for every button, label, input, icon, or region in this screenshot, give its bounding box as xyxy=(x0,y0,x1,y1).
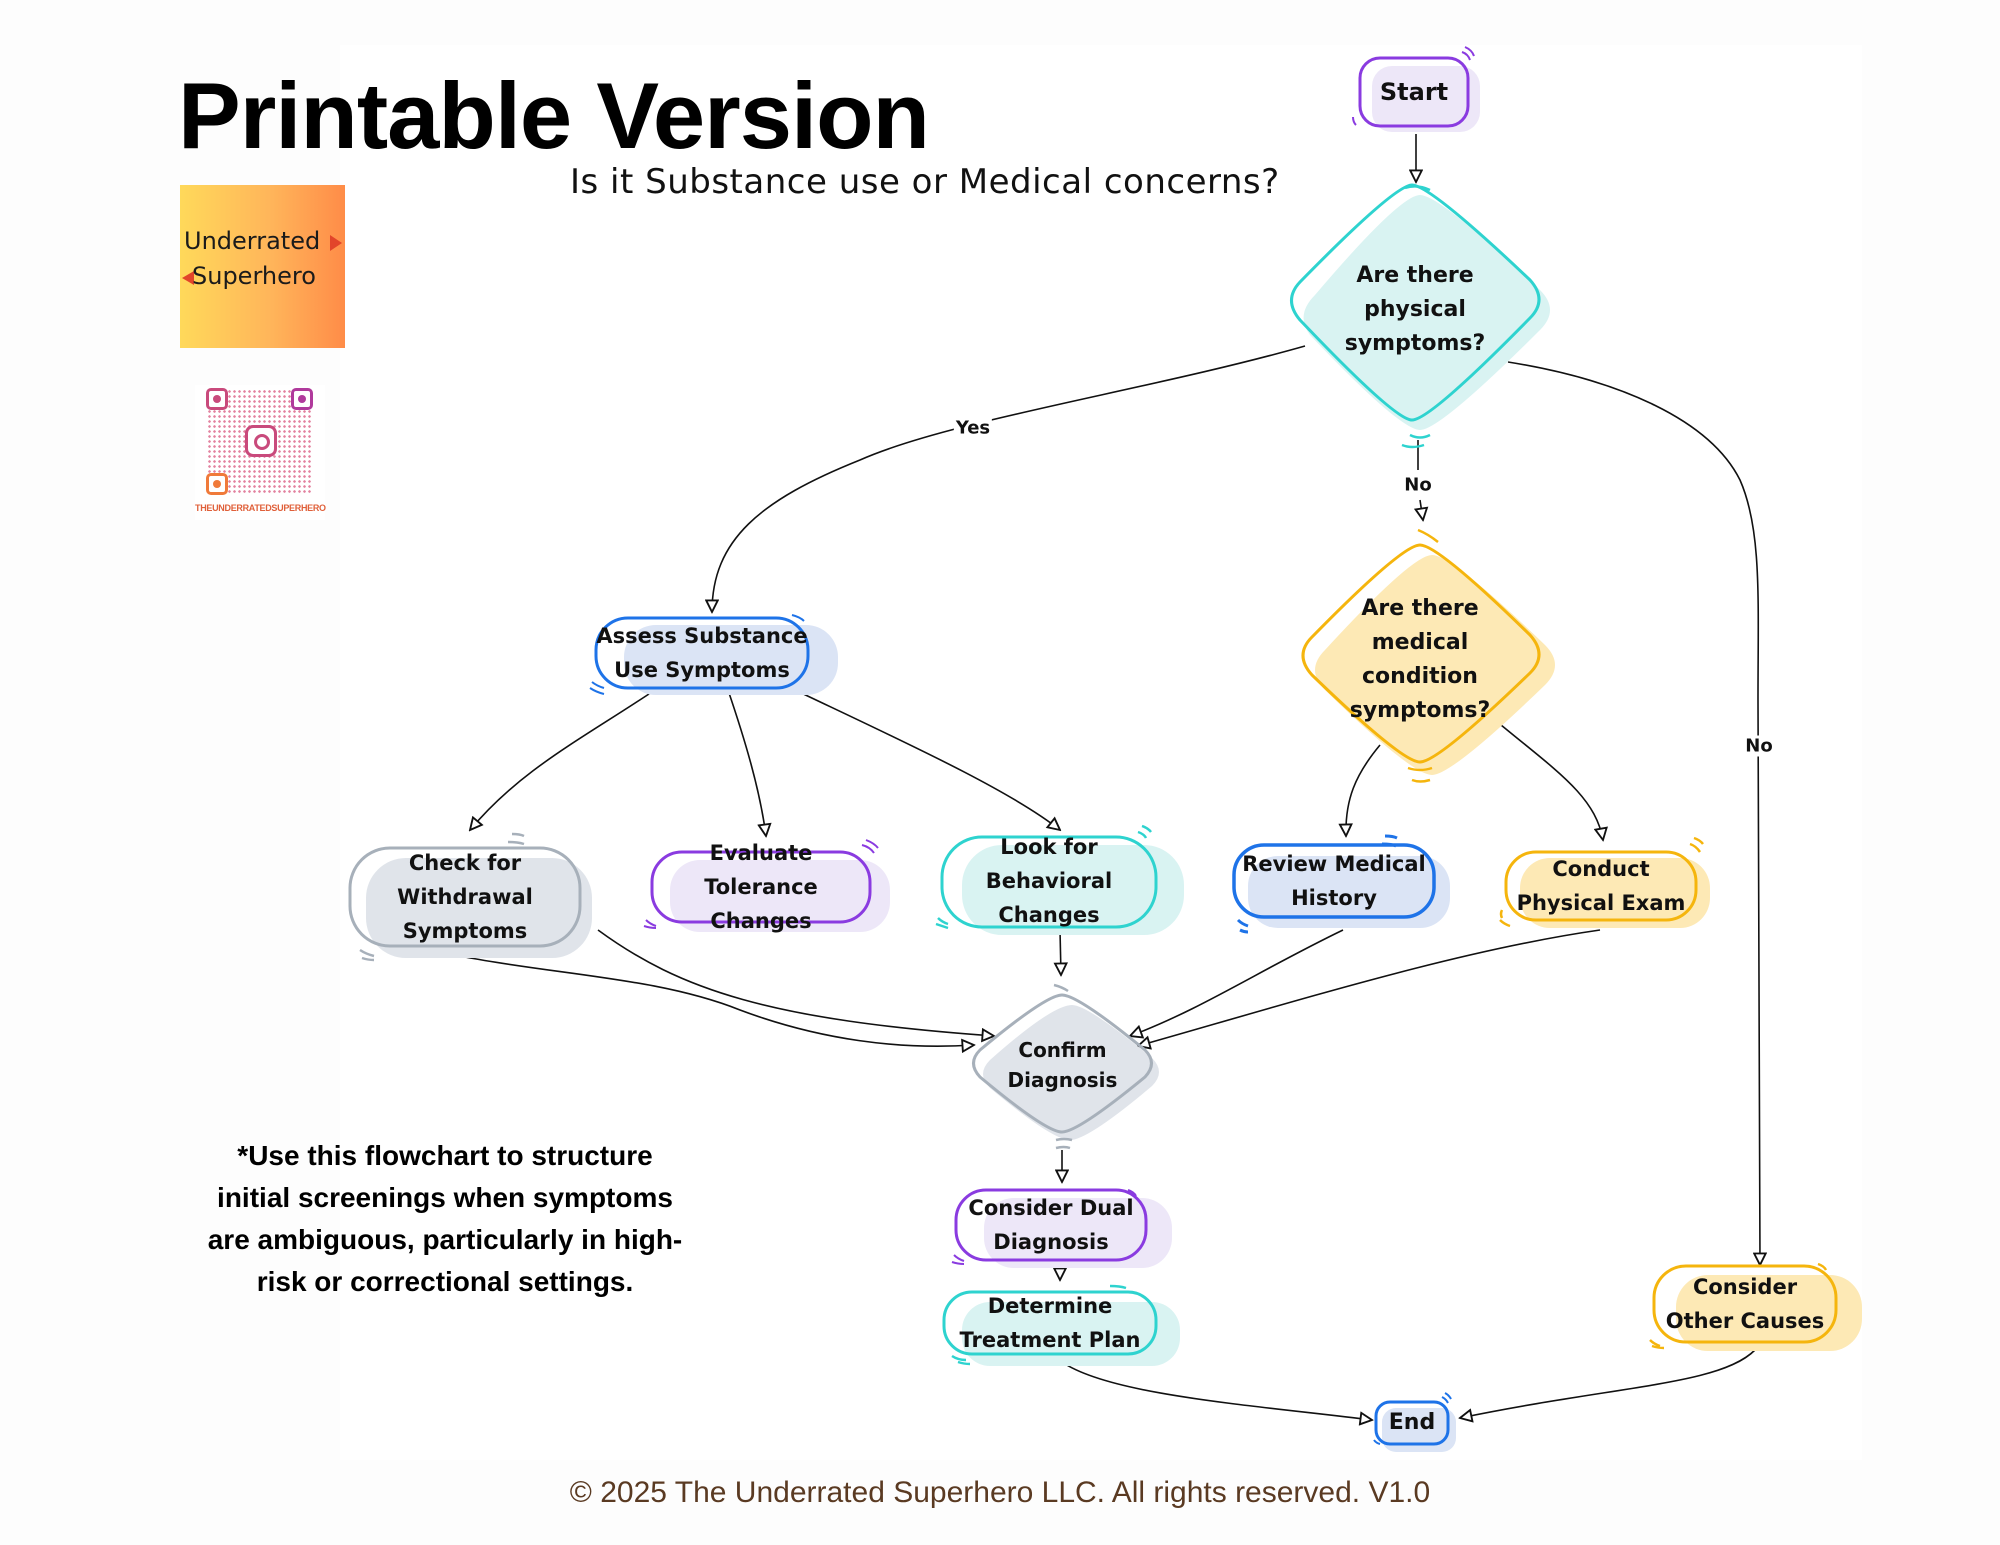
edge-review-confirm xyxy=(1130,929,1344,1036)
qr-finder-icon xyxy=(206,388,228,410)
edge-no-other xyxy=(1507,361,1760,1265)
node-start-label[interactable]: Start xyxy=(1379,78,1449,106)
edge-yes xyxy=(712,345,1306,612)
edge-assess-withdrawal xyxy=(470,689,656,830)
node-medical-condition[interactable] xyxy=(1301,528,1555,783)
node-treatment-plan[interactable] xyxy=(942,1284,1180,1366)
edge-medical-exam xyxy=(1494,719,1603,840)
edge-exam-confirm xyxy=(1138,929,1601,1046)
qr-finder-icon xyxy=(206,473,228,495)
edge-treatment-end xyxy=(1061,1361,1372,1420)
edge-medical-review xyxy=(1346,744,1381,836)
node-start[interactable] xyxy=(1352,46,1480,132)
node-confirm-diagnosis-label[interactable]: Confirm Diagnosis xyxy=(1007,1038,1118,1092)
node-treatment-plan-label[interactable]: Determine Treatment Plan xyxy=(959,1294,1141,1352)
edge-tolerance-confirm xyxy=(597,929,994,1036)
node-dual-diagnosis-label[interactable]: Consider Dual Diagnosis xyxy=(968,1196,1134,1254)
edge-no-medical xyxy=(1418,440,1423,520)
node-physical-exam[interactable] xyxy=(1499,836,1710,928)
qr-finder-icon xyxy=(291,388,313,410)
cape-icon xyxy=(182,271,194,285)
node-behavioral-changes-label[interactable]: Look for Behavioral Changes xyxy=(985,835,1113,927)
node-evaluate-tolerance[interactable] xyxy=(643,839,890,932)
page-subtitle: Is it Substance use or Medical concerns? xyxy=(570,162,1280,202)
node-medical-condition-label[interactable]: Are there medical condition symptoms? xyxy=(1349,596,1491,723)
qr-handle: THEUNDERRATEDSUPERHERO xyxy=(195,503,326,513)
edge-label-yes: Yes xyxy=(953,417,993,439)
logo-line-1: Underrated xyxy=(184,227,321,255)
node-evaluate-tolerance-label[interactable]: Evaluate Tolerance Changes xyxy=(704,841,818,933)
node-confirm-diagnosis[interactable] xyxy=(972,983,1160,1150)
edge-assess-tolerance xyxy=(727,689,766,836)
logo-line-2: Superhero xyxy=(192,262,316,290)
node-physical-symptoms[interactable] xyxy=(1290,183,1551,449)
instagram-icon xyxy=(245,425,277,457)
node-physical-symptoms-label[interactable]: Are there physical symptoms? xyxy=(1344,263,1486,356)
node-check-withdrawal[interactable] xyxy=(348,832,592,962)
edge-withdrawal-confirm xyxy=(464,956,974,1046)
usage-footnote: *Use this flowchart to structure initial… xyxy=(207,1140,683,1297)
node-physical-exam-label[interactable]: Conduct Physical Exam xyxy=(1516,857,1686,915)
edge-other-end xyxy=(1460,1349,1756,1418)
node-end[interactable] xyxy=(1373,1392,1456,1452)
node-check-withdrawal-label[interactable]: Check for Withdrawal Symptoms xyxy=(397,851,533,943)
node-assess-substance-label[interactable]: Assess Substance Use Symptoms xyxy=(596,624,808,682)
node-end-label[interactable]: End xyxy=(1388,1410,1436,1435)
node-review-history[interactable] xyxy=(1232,834,1450,934)
edge-label-no-other: No xyxy=(1743,735,1775,757)
node-other-causes-label[interactable]: Consider Other Causes xyxy=(1665,1275,1825,1333)
edge-assess-behavioral xyxy=(794,689,1060,830)
node-assess-substance[interactable] xyxy=(589,614,838,695)
edge-behavioral-confirm xyxy=(1060,929,1061,975)
node-review-history-label[interactable]: Review Medical History xyxy=(1242,852,1426,910)
node-behavioral-changes[interactable] xyxy=(935,824,1184,935)
copyright-footer: © 2025 The Underrated Superhero LLC. All… xyxy=(569,1476,1431,1509)
page-title: Printable Version xyxy=(178,63,930,168)
cape-icon xyxy=(330,235,342,251)
edge-label-no-medical: No xyxy=(1402,474,1434,496)
instagram-qr-code[interactable]: THEUNDERRATEDSUPERHERO xyxy=(195,385,326,520)
brand-logo: Underrated Superhero xyxy=(180,185,345,348)
node-other-causes[interactable] xyxy=(1649,1262,1862,1351)
node-dual-diagnosis[interactable] xyxy=(951,1188,1172,1268)
